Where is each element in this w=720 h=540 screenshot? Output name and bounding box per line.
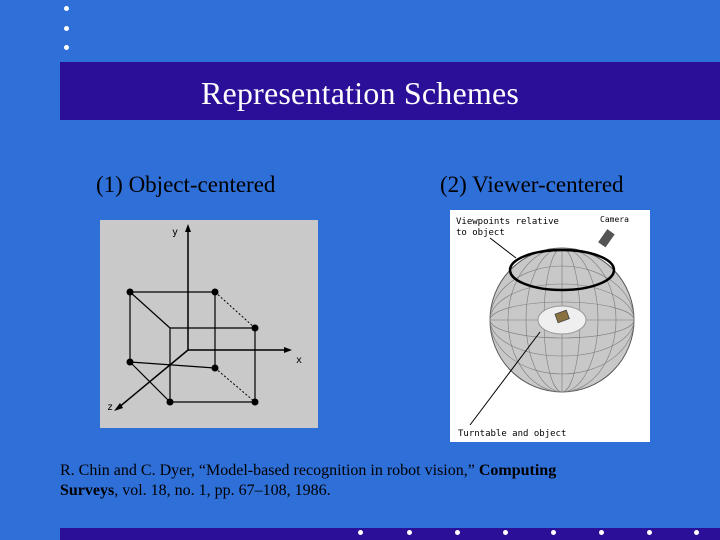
turntable-leader-line xyxy=(469,331,541,426)
x-axis-arrow xyxy=(284,347,292,353)
x-axis-label: x xyxy=(296,355,302,366)
viewer-centered-diagram: Viewpoints relative to object Camera Tur… xyxy=(456,215,635,439)
bullet-dot xyxy=(64,26,69,31)
viewpoints-label-line1: Viewpoints relative xyxy=(456,217,559,227)
viewer-centered-heading: (2) Viewer-centered xyxy=(440,172,624,197)
viewer-centered-figure: Viewpoints relative to object Camera Tur… xyxy=(450,210,650,442)
slide-title: Representation Schemes xyxy=(200,75,520,111)
viewpoints-leader-line xyxy=(489,237,517,259)
vertex xyxy=(166,398,174,406)
vertex xyxy=(251,398,259,406)
object-on-turntable xyxy=(554,309,570,324)
bullet-dot xyxy=(503,530,508,535)
vertex xyxy=(211,364,219,372)
vertex xyxy=(251,324,259,332)
bullet-dot xyxy=(694,530,699,535)
object-centered-heading: (1) Object-centered xyxy=(96,172,276,197)
vertex xyxy=(211,288,219,296)
object-centered-figure: y x z xyxy=(100,220,318,428)
bullet-dot xyxy=(358,530,363,535)
viewpoints-label-line2: to object xyxy=(456,228,505,238)
z-axis xyxy=(117,349,189,409)
camera-label: Camera xyxy=(600,215,629,224)
edge xyxy=(129,361,216,369)
y-axis-arrow xyxy=(185,224,191,232)
vertex xyxy=(126,358,134,366)
edge xyxy=(129,361,171,403)
vertex xyxy=(126,288,134,296)
edge xyxy=(214,367,256,403)
edge xyxy=(214,291,256,329)
y-axis-label: y xyxy=(172,227,178,238)
camera-icon xyxy=(598,229,615,248)
reference-citation: R. Chin and C. Dyer, “Model-based recogn… xyxy=(60,461,680,501)
reference-journal-part1: Computing xyxy=(478,462,557,479)
bullet-dot xyxy=(647,530,652,535)
bullet-dot xyxy=(64,6,69,11)
viewpoint-ring xyxy=(508,248,616,292)
z-axis-arrow xyxy=(114,403,123,411)
reference-authors: R. Chin and C. Dyer, “Model-based recogn… xyxy=(60,462,479,479)
reference-journal-part2: Surveys xyxy=(60,482,115,499)
title-banner xyxy=(60,62,720,120)
bullet-dot xyxy=(407,530,412,535)
turntable-label: Turntable and object xyxy=(458,429,566,439)
bullet-dot xyxy=(64,45,69,50)
bullet-dot xyxy=(599,530,604,535)
bottom-dots xyxy=(0,530,720,536)
bullet-dot xyxy=(455,530,460,535)
z-axis-label: z xyxy=(107,402,113,413)
edge xyxy=(129,291,171,329)
bullet-dot xyxy=(551,530,556,535)
reference-details: , vol. 18, no. 1, pp. 67–108, 1986. xyxy=(114,482,331,499)
object-centered-diagram: y x z xyxy=(107,224,302,413)
